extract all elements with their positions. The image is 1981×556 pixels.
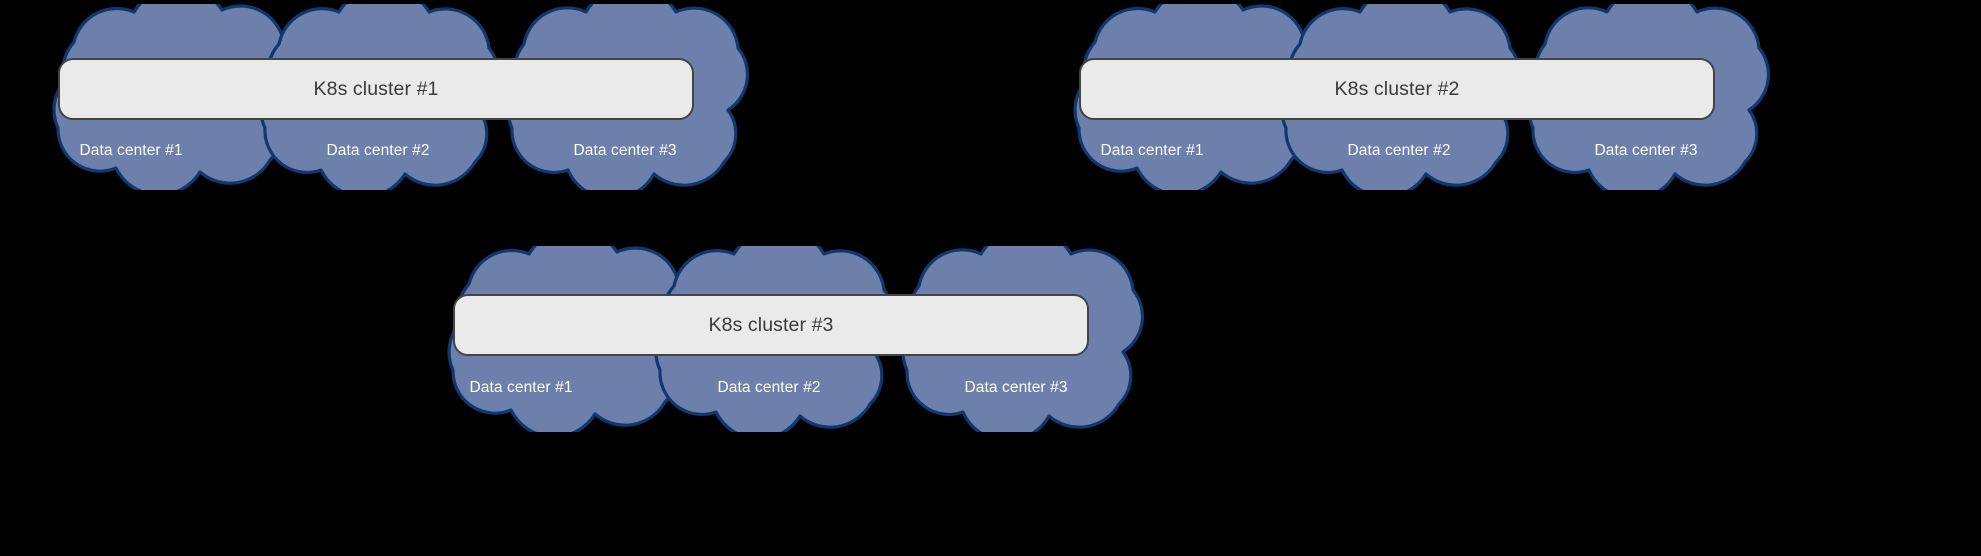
cluster-group-2[interactable]: Data center #1 Data center #2 Data cente…: [831, 4, 1771, 190]
cluster-group-1[interactable]: Data center #1 Data center #2 Data cente…: [14, 4, 939, 190]
k8s-cluster-box-2[interactable]: K8s cluster #2: [1079, 58, 1715, 120]
dc-label-3-2: Data center #2: [717, 379, 821, 396]
k8s-cluster-box-1[interactable]: K8s cluster #1: [58, 58, 694, 120]
dc-label-1-1: Data center #1: [79, 142, 183, 159]
k8s-cluster-box-3-label: K8s cluster #3: [708, 313, 834, 336]
dc-label-3-3: Data center #3: [964, 379, 1068, 396]
k8s-cluster-box-1-label: K8s cluster #1: [313, 77, 439, 100]
dc-label-2-3: Data center #3: [1594, 142, 1698, 159]
dc-label-3-1: Data center #1: [469, 379, 573, 396]
dc-label-2-1: Data center #1: [1100, 142, 1204, 159]
dc-label-1-2: Data center #2: [326, 142, 430, 159]
k8s-cluster-box-3[interactable]: K8s cluster #3: [453, 294, 1089, 356]
cluster-group-3[interactable]: Data center #1 Data center #2 Data cente…: [409, 246, 1334, 432]
k8s-cluster-box-2-label: K8s cluster #2: [1334, 77, 1460, 100]
dc-label-2-2: Data center #2: [1347, 142, 1451, 159]
dc-label-1-3: Data center #3: [573, 142, 677, 159]
cloud-shapes-cluster-2: [1073, 4, 1771, 190]
